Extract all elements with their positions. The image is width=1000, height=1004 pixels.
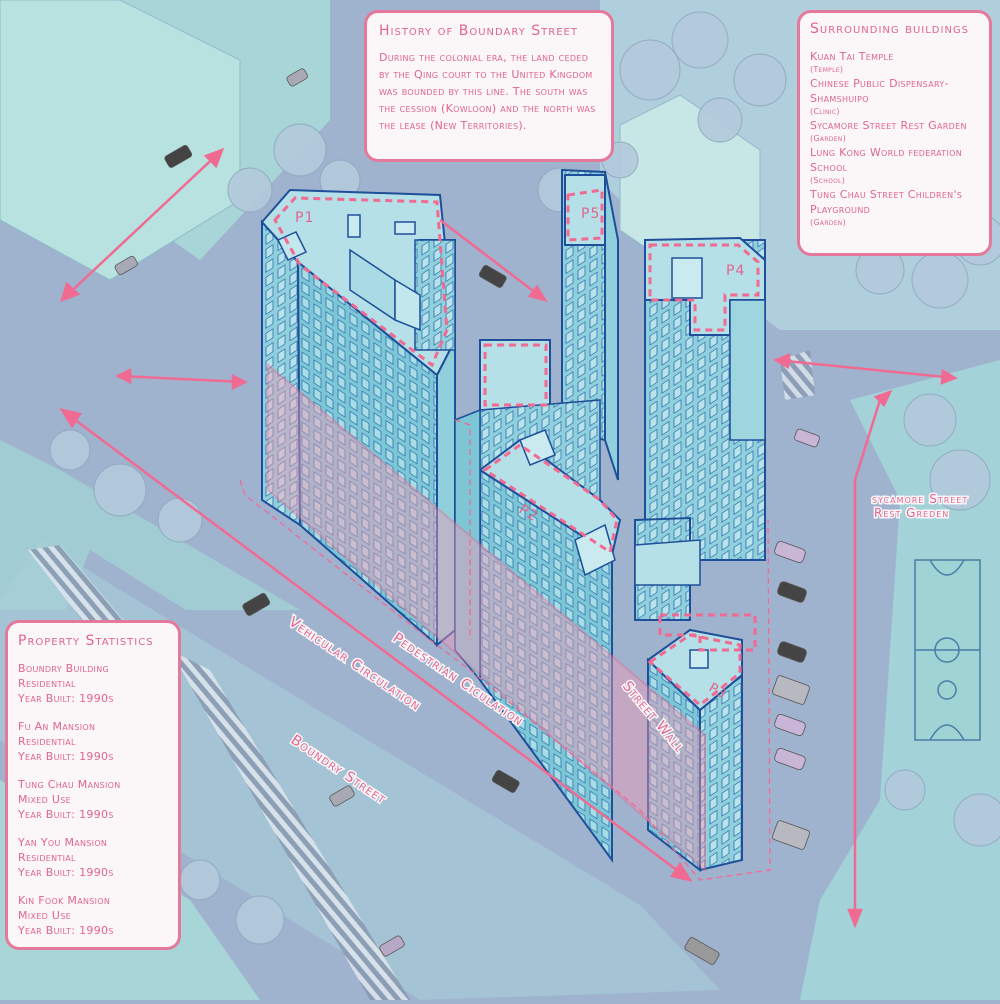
circulation-arrows <box>59 147 958 929</box>
north-road-arrow <box>61 149 223 301</box>
building-category: (Temple) <box>810 65 844 74</box>
buildings <box>260 168 766 873</box>
car <box>114 255 138 275</box>
property-name: Kin Fook Mansion <box>18 894 111 907</box>
property-name: Fu An Mansion <box>18 720 96 733</box>
building-category: (School) <box>810 176 846 185</box>
car <box>774 541 806 563</box>
property-year: Year Built: 1990s <box>18 808 114 821</box>
property-use: Residential <box>18 851 76 864</box>
surrounding-list: Kuan Tai Temple (Temple) Chinese Public D… <box>810 49 979 228</box>
label-sycamore-street: sycamore Street <box>872 492 968 506</box>
surrounding-title: Surrounding buildings <box>810 21 970 37</box>
surrounding-buildings-panel: Surrounding buildings Kuan Tai Temple (Te… <box>797 10 992 256</box>
building-category: (Garden) <box>810 218 847 227</box>
footprint-outlines <box>273 188 760 707</box>
property-name: Tung Chau Mansion <box>18 778 121 791</box>
building-p4 <box>644 236 766 561</box>
building-link-podium <box>454 408 481 683</box>
car <box>794 428 820 448</box>
property-year: Year Built: 1990s <box>18 692 114 705</box>
outline-p4 <box>648 243 760 332</box>
car <box>774 714 806 736</box>
building-name: Chinese Public Dispensary- Shamshuipo <box>810 77 949 105</box>
outline-p2-upper <box>483 343 548 407</box>
history-title: History of Boundary Street <box>379 23 578 39</box>
car <box>777 641 807 663</box>
block-sycamore-garden <box>800 360 1000 1000</box>
building-category: (Clinic) <box>810 107 840 116</box>
label-p1: P1 <box>295 210 314 226</box>
pedestrian-paths <box>239 419 771 881</box>
van <box>772 820 810 850</box>
property-name: Boundry Building <box>18 662 109 675</box>
list-item: Sycamore Street Rest Garden (Garden) <box>810 118 979 144</box>
property-name: Yan You Mansion <box>18 836 108 849</box>
car <box>478 265 507 288</box>
bus <box>684 937 720 965</box>
label-rest-greden: Rest Greden <box>874 506 949 520</box>
car <box>242 593 271 616</box>
car <box>329 785 355 807</box>
car <box>379 935 405 957</box>
street-wall-overlay <box>267 362 706 873</box>
building-name: Sycamore Street Rest Garden <box>810 119 967 132</box>
property-year: Year Built: 1990s <box>18 750 114 763</box>
west-arrow <box>117 374 246 384</box>
van <box>772 675 810 705</box>
property-year: Year Built: 1990s <box>18 924 114 937</box>
stats-title: Property Statistics <box>18 633 154 649</box>
list-item: Lung Kong World federation School (School… <box>810 145 979 186</box>
building-name: Kuan Tai Temple <box>810 50 894 63</box>
car <box>286 68 308 87</box>
building-name: Lung Kong World federation School <box>810 146 962 174</box>
history-panel: History of Boundary Street During the co… <box>364 10 614 162</box>
outline-p3-upper <box>658 613 757 652</box>
car <box>777 581 807 603</box>
car <box>491 770 520 793</box>
zebra-crossing-south <box>170 650 410 1000</box>
north-east-road-arrow <box>439 219 546 301</box>
building-category: (Garden) <box>810 134 847 143</box>
car <box>774 748 806 770</box>
basketball-court <box>914 559 981 741</box>
property-use: Mixed Use <box>18 793 71 806</box>
property-use: Residential <box>18 677 76 690</box>
history-body: During the colonial era, the land ceded … <box>379 51 596 132</box>
building-p2 <box>478 339 622 864</box>
car <box>164 145 193 168</box>
label-p4: P4 <box>726 263 745 279</box>
outline-p3 <box>647 633 742 707</box>
building-name: Tung Chau Street Children's Playground <box>810 188 963 216</box>
vehicles <box>114 68 820 965</box>
property-year: Year Built: 1990s <box>18 866 114 879</box>
list-item: Tung Chau Street Children's Playground (G… <box>810 187 979 228</box>
label-p5: P5 <box>581 206 600 222</box>
vehicular-arrow <box>61 408 691 882</box>
list-item: Chinese Public Dispensary- Shamshuipo (Cl… <box>810 76 979 117</box>
property-use: Mixed Use <box>18 909 71 922</box>
outline-p1 <box>273 196 449 368</box>
property-use: Residential <box>18 735 76 748</box>
east-arrow <box>775 358 956 380</box>
list-item: Kuan Tai Temple (Temple) <box>810 49 979 75</box>
building-p3 <box>634 516 743 873</box>
